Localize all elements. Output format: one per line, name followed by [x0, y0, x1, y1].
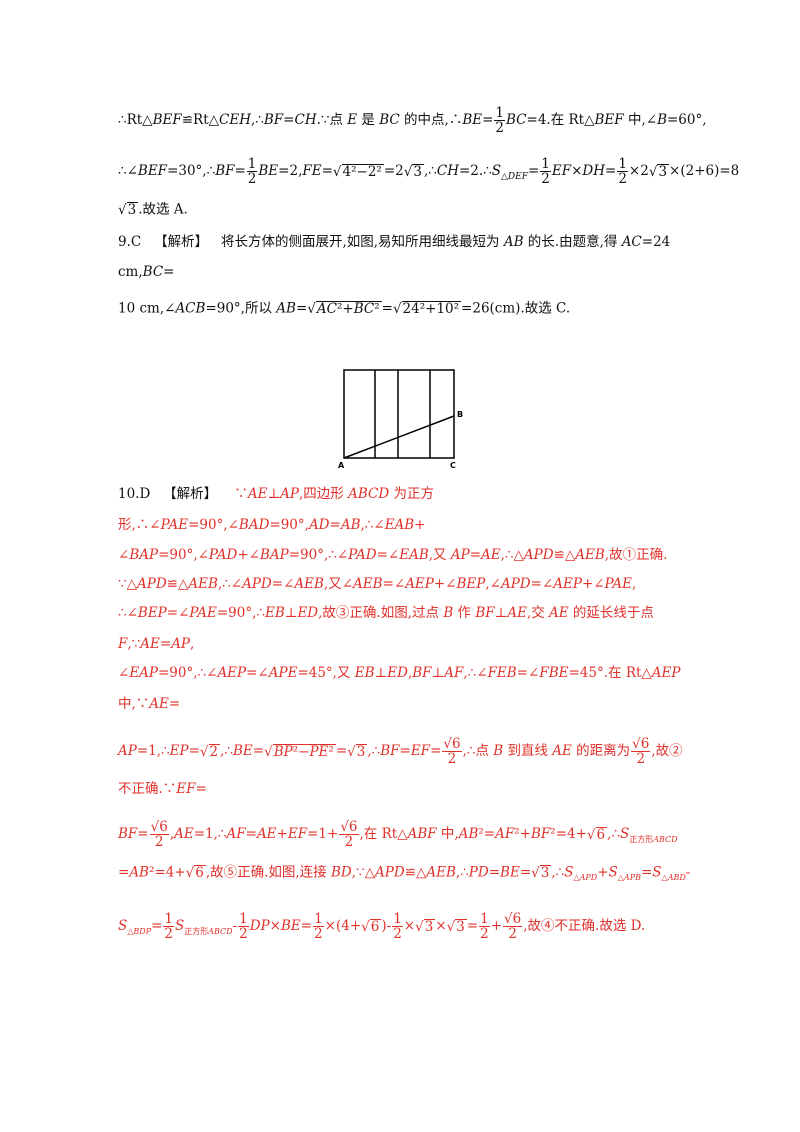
text-line-12: F,∵AE=AP, [118, 636, 195, 652]
figure-rect [343, 369, 455, 459]
figure-label-a: A [338, 461, 345, 470]
text-line-18: =AB²=4+√6,故⑤正确.如图,连接 BD,∵△APD≌△AEB,∴PD=B… [118, 864, 691, 882]
text-line-10: ∵△APD≌△AEB,∴∠APD=∠AEB,又∠AEB=∠AEP+∠BEP,∠A… [118, 576, 637, 592]
text-line-4: 9.C 【解析】 将长方体的侧面展开,如图,易知所用细线最短为 AB 的长.由题… [118, 234, 671, 250]
text-line-11: ∴∠BEP=∠PAE=90°,∴EB⊥ED,故③正确.如图,过点 B 作 BF⊥… [118, 605, 654, 621]
text-line-14: 中,∵AE= [118, 696, 181, 712]
text-line-16: 不正确.∵EF= [118, 781, 207, 797]
text-line-6: 10 cm,∠ACB=90°,所以 AB=√AC²+BC²=√24²+10²=2… [118, 300, 571, 317]
figure-label-b: B [457, 410, 463, 419]
text-line-3: √3.故选 A. [118, 201, 188, 218]
text-line-13: ∠EAP=90°,∴∠AEP=∠APE=45°,又 EB⊥ED,BF⊥AF,∴∠… [118, 665, 681, 681]
figure-svg: A B C [338, 369, 463, 470]
text-line-9: ∠BAP=90°,∠PAD+∠BAP=90°,∴∠PAD=∠EAB,又 AP=A… [118, 547, 668, 563]
figure-diagonal-ab [343, 415, 455, 459]
text-line-5: cm,BC= [118, 264, 175, 280]
unfolded-prism-figure: A B C [336, 367, 466, 475]
text-line-1: ∴Rt△BEF≌Rt△CEH,∴BF=CH.∵点 E 是 BC 的中点,∴BE=… [118, 105, 707, 137]
text-line-7: 10.D 【解析】 ∵AE⊥AP,四边形 ABCD 为正方 [118, 486, 434, 502]
figure-label-c: C [450, 461, 456, 470]
text-line-8: 形,∴∠PAE=90°,∠BAD=90°,AD=AB,∴∠EAB+ [118, 517, 426, 533]
